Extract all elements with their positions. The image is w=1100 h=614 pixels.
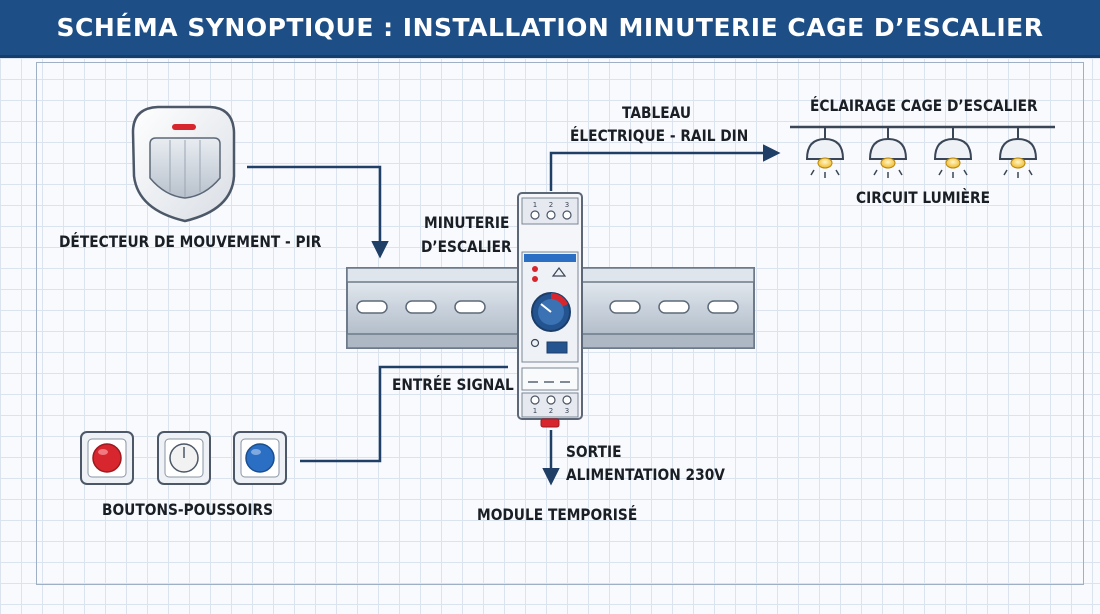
sun-symbol-icon — [551, 267, 567, 277]
label-circuit: CIRCUIT LUMIÈRE — [856, 188, 991, 207]
label-timed-module: MODULE TEMPORISÉ — [477, 505, 638, 524]
push-button-red-icon — [80, 431, 134, 485]
terminal-number-bottom-3: 3 — [565, 407, 569, 415]
ceiling-lamp-icon — [933, 127, 973, 178]
page-title: SCHÉMA SYNOPTIQUE : INSTALLATION MINUTER… — [56, 13, 1044, 42]
ceiling-lamp-icon — [868, 127, 908, 178]
label-timer-line2: D’ESCALIER — [421, 237, 512, 256]
label-output-line2: ALIMENTATION 230V — [566, 465, 725, 484]
mode-switch-icon — [546, 341, 568, 354]
ceiling-lamp-icon — [805, 127, 845, 178]
timer-dial-icon — [531, 292, 571, 332]
pir-detector-icon — [131, 105, 236, 223]
label-lighting: ÉCLAIRAGE CAGE D’ESCALIER — [810, 96, 1038, 115]
terminal-screw-icon — [562, 210, 572, 220]
terminal-number-top-2: 2 — [549, 201, 553, 209]
label-panel-line2: ÉLECTRIQUE - RAIL DIN — [570, 126, 749, 145]
push-button-white-icon — [157, 431, 211, 485]
ceiling-lamp-icon — [998, 127, 1038, 178]
din-clip-icon — [540, 418, 560, 428]
label-push-buttons: BOUTONS-POUSSOIRS — [102, 500, 274, 519]
terminal-screw-icon — [530, 210, 540, 220]
terminal-screw-icon — [546, 395, 556, 405]
label-output-line1: SORTIE — [566, 442, 622, 461]
title-banner: SCHÉMA SYNOPTIQUE : INSTALLATION MINUTER… — [0, 0, 1100, 58]
diagram-frame — [36, 62, 1084, 585]
status-led-icon — [532, 266, 538, 272]
terminal-number-bottom-2: 2 — [549, 407, 553, 415]
label-panel-line1: TABLEAU — [622, 103, 692, 122]
terminal-screw-icon — [530, 395, 540, 405]
terminal-screw-icon — [546, 210, 556, 220]
power-symbol-icon — [530, 338, 540, 348]
label-signal-input: ENTRÉE SIGNAL — [392, 375, 514, 394]
terminal-number-top-3: 3 — [565, 201, 569, 209]
label-pir-detector: DÉTECTEUR DE MOUVEMENT - PIR — [59, 232, 322, 251]
timer-module — [517, 192, 583, 428]
terminal-number-top-1: 1 — [533, 201, 537, 209]
label-timer-line1: MINUTERIE — [424, 213, 510, 232]
push-button-blue-icon — [233, 431, 287, 485]
terminal-number-bottom-1: 1 — [533, 407, 537, 415]
terminal-screw-icon — [562, 395, 572, 405]
wire-pir-to-rail — [247, 165, 389, 259]
wire-timer-to-lighting — [549, 144, 781, 191]
status-led-icon — [532, 276, 538, 282]
wire-buttons-to-signal — [300, 365, 508, 463]
